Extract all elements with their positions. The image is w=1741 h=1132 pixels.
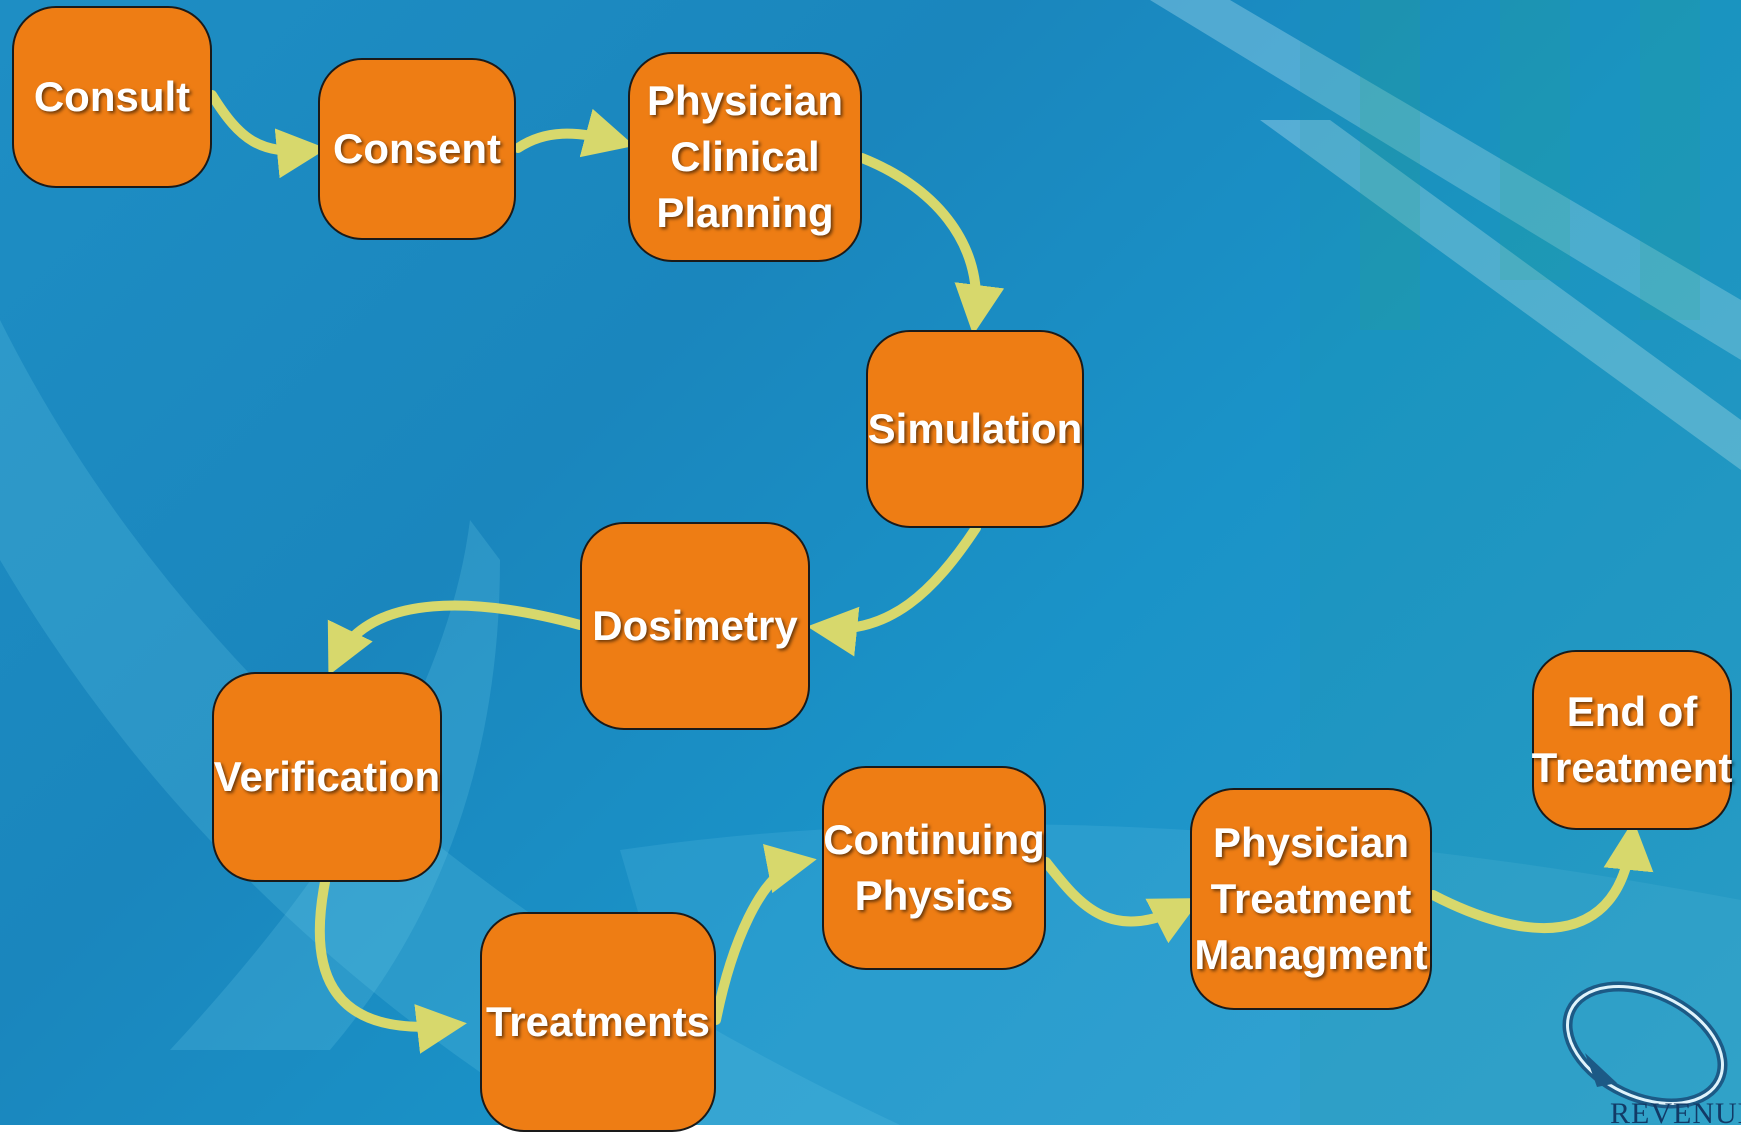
- step-consent-label: Consent: [333, 125, 501, 172]
- step-consent: Consent: [318, 58, 516, 240]
- step-physician-clinical-planning: Physician Clinical Planning: [628, 52, 862, 262]
- step-simulation: Simulation: [866, 330, 1084, 528]
- step-dosimetry: Dosimetry: [580, 522, 810, 730]
- step-end-of-treatment-label: End of Treatment: [1531, 688, 1733, 791]
- step-consult: Consult: [12, 6, 212, 188]
- step-simulation-label: Simulation: [867, 405, 1083, 452]
- step-verification: Verification: [212, 672, 442, 882]
- step-consult-label: Consult: [33, 73, 191, 120]
- step-physician-clinical-planning-label: Physician Clinical Planning: [646, 77, 844, 236]
- logo-text: REVENUE: [1610, 1097, 1741, 1125]
- step-treatments-label: Treatments: [485, 998, 711, 1045]
- step-treatments: Treatments: [480, 912, 716, 1132]
- revenue-logo: REVENUE: [1545, 975, 1741, 1125]
- step-physician-treatment-managment-label: Physician Treatment Managment: [1194, 819, 1428, 978]
- step-end-of-treatment: End of Treatment: [1532, 650, 1732, 830]
- revenue-cycle-logo-icon: [1562, 981, 1728, 1109]
- step-continuing-physics-label: Continuing Physics: [823, 816, 1045, 919]
- step-verification-label: Verification: [213, 753, 441, 800]
- step-dosimetry-label: Dosimetry: [592, 602, 798, 649]
- step-physician-treatment-managment: Physician Treatment Managment: [1190, 788, 1432, 1010]
- step-continuing-physics: Continuing Physics: [822, 766, 1046, 970]
